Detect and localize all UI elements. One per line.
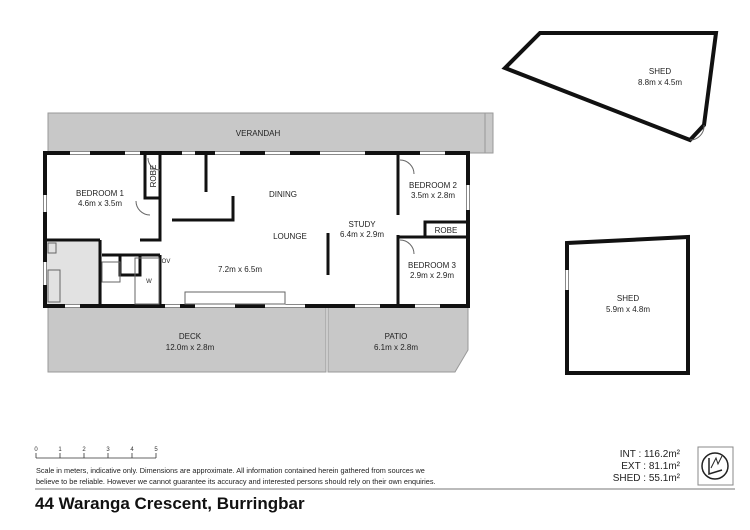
disclaimer: Scale in meters, indicative only. Dimens… <box>36 465 506 487</box>
shed-area: SHED : 55.1m² <box>612 473 680 484</box>
scale-tick: 0 <box>34 447 38 453</box>
internal-area: INT : 116.2m² <box>619 449 680 460</box>
area-summary: INT : 116.2m² EXT : 81.1m² SHED : 55.1m² <box>613 449 680 485</box>
shed1-label: SHED <box>649 67 671 76</box>
deck-size: 12.0m x 2.8m <box>166 343 215 352</box>
bedroom3-label: BEDROOM 3 <box>408 261 457 270</box>
robe2-label: ROBE <box>435 226 458 235</box>
verandah-area <box>47 112 491 154</box>
shed-2-outline <box>565 234 690 375</box>
scale-tick: 1 <box>58 447 62 453</box>
disclaimer-line: Scale in meters, indicative only. Dimens… <box>36 466 425 475</box>
study-label: STUDY <box>348 220 376 229</box>
shed1-size: 8.8m x 4.5m <box>638 78 682 87</box>
scale-tick: 4 <box>130 447 134 453</box>
dining-label: DINING <box>269 190 297 199</box>
washer-label: W <box>146 279 152 285</box>
disclaimer-line: believe to be reliable. However we canno… <box>36 477 436 486</box>
scale-tick: 2 <box>82 447 86 453</box>
oven-label: OV <box>162 259 171 265</box>
verandah-label: VERANDAH <box>236 129 281 138</box>
external-area: EXT : 81.1m² <box>621 461 680 472</box>
bedroom1-size: 4.6m x 3.5m <box>78 199 122 208</box>
interior-walls <box>45 153 468 306</box>
bedroom1-label: BEDROOM 1 <box>76 189 125 198</box>
bedroom2-size: 3.5m x 2.8m <box>411 191 455 200</box>
deck-label: DECK <box>179 332 202 341</box>
bathroom-floor <box>47 240 102 306</box>
scale-tick: 3 <box>106 447 110 453</box>
scale-tick: 5 <box>154 447 158 453</box>
deck-area <box>47 305 327 373</box>
property-address-title: 44 Waranga Crescent, Burringbar <box>35 494 305 513</box>
door-swings <box>47 157 415 305</box>
shed-1-outline <box>501 31 719 143</box>
house-outer-wall <box>43 151 470 308</box>
bedroom3-size: 2.9m x 2.9m <box>410 271 454 280</box>
lounge-size: 7.2m x 6.5m <box>218 265 262 274</box>
shed2-label: SHED <box>617 294 639 303</box>
divider <box>35 488 735 490</box>
patio-label: PATIO <box>385 332 408 341</box>
robe1-label: ROBE <box>149 165 158 188</box>
verandah-post <box>484 112 494 154</box>
study-size: 6.4m x 2.9m <box>340 230 384 239</box>
bedroom2-label: BEDROOM 2 <box>409 181 458 190</box>
north-compass-icon <box>697 446 734 486</box>
shed2-size: 5.9m x 4.8m <box>606 305 650 314</box>
patio-size: 6.1m x 2.8m <box>374 343 418 352</box>
scale-bar <box>35 453 157 459</box>
lounge-label: LOUNGE <box>273 232 307 241</box>
